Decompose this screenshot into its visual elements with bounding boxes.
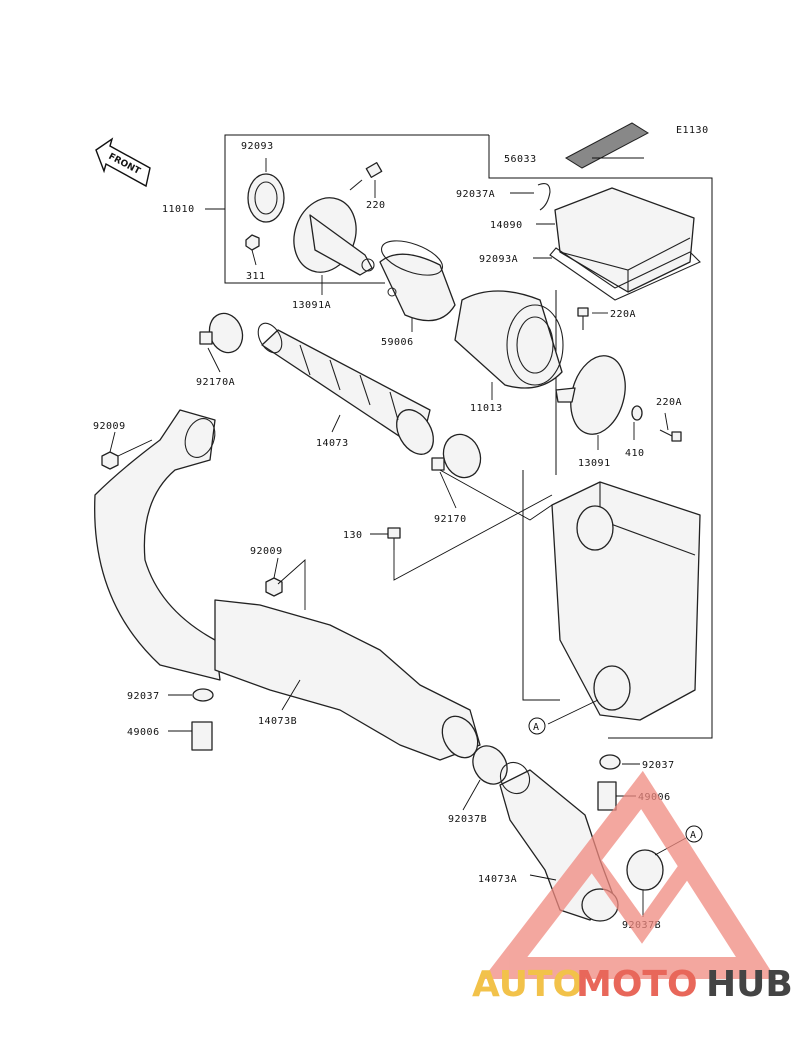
filter-11013 <box>454 290 564 389</box>
clip-92037-left <box>192 688 214 702</box>
svg-text:A: A <box>690 830 697 841</box>
bolt-220A-right <box>659 429 682 442</box>
watermark-text-moto: MOTO <box>576 964 698 1005</box>
watermark-text-auto: AUTO <box>472 964 583 1005</box>
callout-a-1: A <box>528 717 546 735</box>
label-92037-1: 92037 <box>127 691 160 702</box>
label-14090: 14090 <box>490 220 523 231</box>
front-arrow-icon: FRONT <box>95 137 151 188</box>
label-92037B-1: 92037B <box>448 814 487 825</box>
clamp-92037B-center <box>472 745 508 785</box>
label-220: 220 <box>366 200 386 211</box>
label-92093: 92093 <box>241 141 274 152</box>
label-92009-1: 92009 <box>93 421 126 432</box>
grommet-92093 <box>247 173 285 223</box>
label-92037A: 92037A <box>456 189 495 200</box>
label-14073A: 14073A <box>478 874 517 885</box>
label-56033: 56033 <box>504 154 537 165</box>
diagram-code: E1130 <box>676 125 709 136</box>
cap-49006-right <box>597 781 617 811</box>
clamp-92037B-right <box>626 849 664 891</box>
assembly-frame <box>205 134 713 739</box>
duct-14073 <box>257 322 434 455</box>
label-11010: 11010 <box>162 204 195 215</box>
bolt-220A-top <box>577 307 589 330</box>
bolt-220 <box>349 162 383 191</box>
clamp-92170A <box>199 312 244 354</box>
cap-49006-left <box>191 721 213 751</box>
label-59006: 59006 <box>381 337 414 348</box>
label-92170: 92170 <box>434 514 467 525</box>
label-220A-2: 220A <box>656 397 682 408</box>
label-410: 410 <box>625 448 645 459</box>
nut-311 <box>245 234 260 251</box>
label-130: 130 <box>343 530 363 541</box>
label-92037-2: 92037 <box>642 760 675 771</box>
plate-13091 <box>555 355 626 435</box>
clamp-92170 <box>431 433 482 479</box>
plate-13091A <box>293 197 375 276</box>
label-311: 311 <box>246 271 266 282</box>
label-92009-2: 92009 <box>250 546 283 557</box>
watermark-text-hub: HUB <box>706 964 793 1005</box>
bolt-130 <box>387 527 401 550</box>
cover-14090 <box>554 187 695 293</box>
label-56033 <box>564 122 650 169</box>
svg-text:A: A <box>533 722 540 733</box>
duct-14073B <box>214 599 481 761</box>
label-11013: 11013 <box>470 403 503 414</box>
intake-tube <box>94 409 221 681</box>
label-92170A: 92170A <box>196 377 235 388</box>
gasket-92093A <box>549 247 701 301</box>
label-49006-1: 49006 <box>127 727 160 738</box>
air-box-housing <box>551 481 701 721</box>
bolt-92009-center <box>265 577 283 597</box>
watermark-logo <box>482 770 777 979</box>
clip-92037A <box>537 183 551 211</box>
callout-a-2: A <box>685 825 703 843</box>
label-220A-1: 220A <box>610 309 636 320</box>
label-13091A: 13091A <box>292 300 331 311</box>
part-labels: 56033 92037A 14090 92093A 220A 220A 410 … <box>93 141 682 931</box>
label-14073B: 14073B <box>258 716 297 727</box>
filter-59006 <box>379 240 456 322</box>
clip-92037-right <box>599 754 621 770</box>
label-13091: 13091 <box>578 458 611 469</box>
label-14073: 14073 <box>316 438 349 449</box>
label-92093A: 92093A <box>479 254 518 265</box>
washer-410 <box>631 405 643 421</box>
bolt-92009-left <box>101 451 119 470</box>
